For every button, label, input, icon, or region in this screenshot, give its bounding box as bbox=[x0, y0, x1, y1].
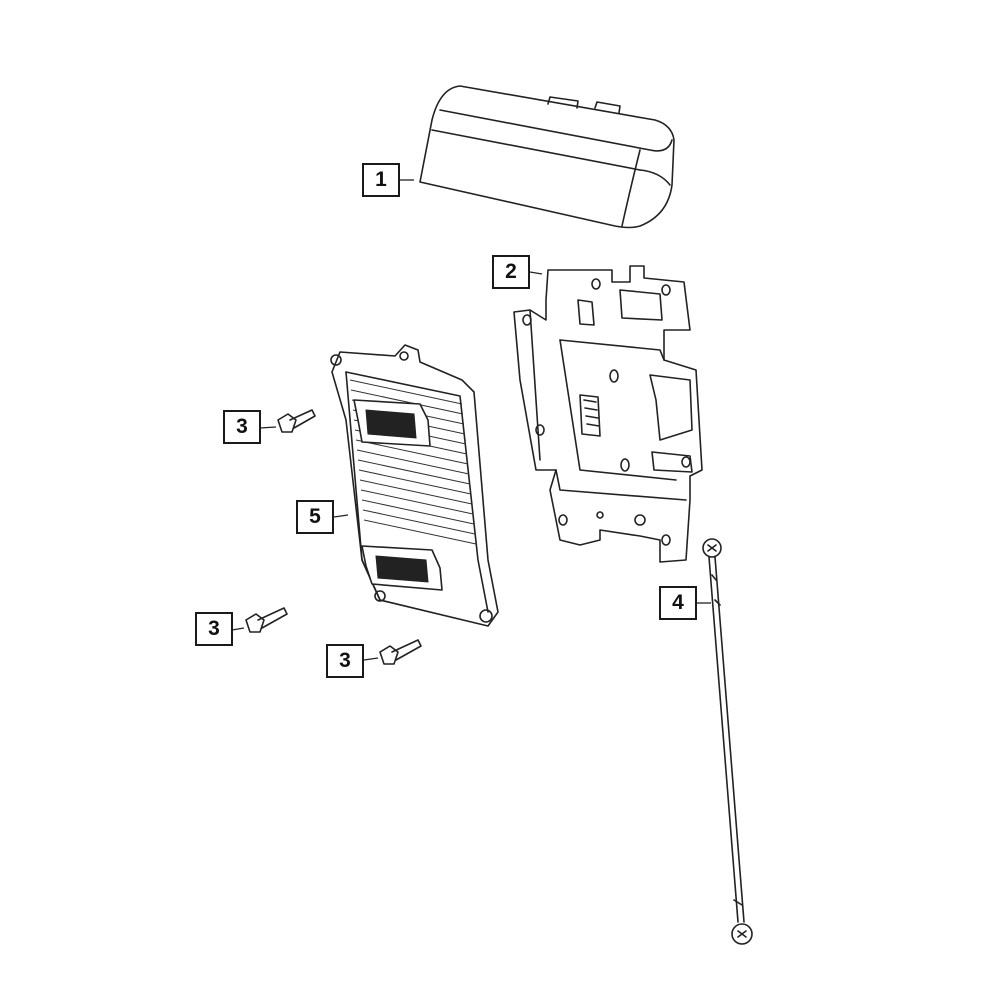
part-4-ground-strap bbox=[702, 538, 753, 945]
callout-4: 4 bbox=[659, 586, 697, 620]
part-5-control-module bbox=[330, 344, 499, 627]
callout-3-lower-right: 3 bbox=[326, 644, 364, 678]
part-1-cover bbox=[419, 85, 675, 229]
callout-2: 2 bbox=[492, 255, 530, 289]
callout-1: 1 bbox=[362, 163, 400, 197]
part-3-bolt-lower-right bbox=[379, 639, 422, 665]
callout-3-lower-left: 3 bbox=[195, 612, 233, 646]
callout-3-upper: 3 bbox=[223, 410, 261, 444]
leader-lines bbox=[231, 179, 711, 661]
part-3-bolt-lower-left bbox=[245, 607, 288, 633]
part-2-bracket bbox=[513, 265, 703, 563]
part-3-bolt-upper bbox=[277, 409, 316, 433]
callout-5: 5 bbox=[296, 500, 334, 534]
